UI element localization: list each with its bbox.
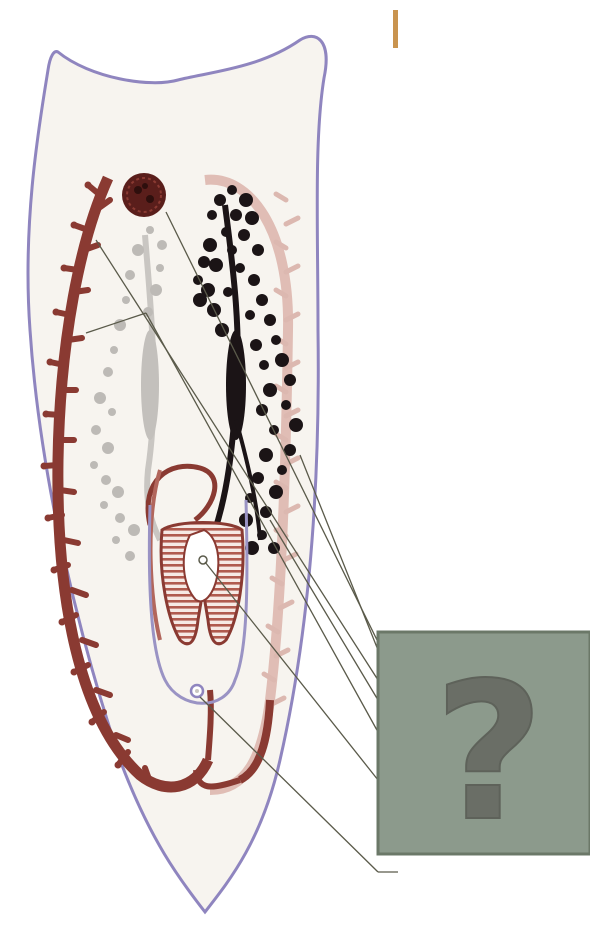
corner-mark [393,10,398,48]
hidden-labels-box[interactable]: ? [378,632,590,863]
dark-gland [122,173,166,217]
question-mark-icon: ? [434,642,544,863]
